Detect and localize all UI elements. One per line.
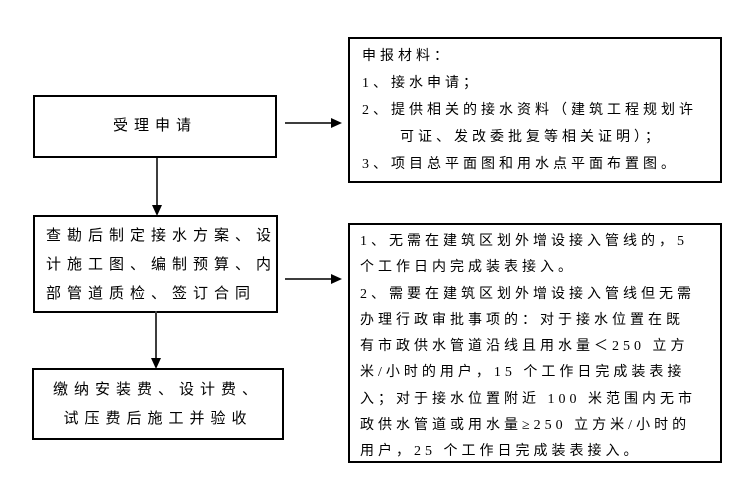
arrow-head bbox=[331, 118, 342, 128]
text-line: 个工作日内完成装表接入。 bbox=[360, 260, 576, 276]
arrow-right-icon-step2-to-note2 bbox=[285, 274, 342, 284]
step-text-lines: 缴纳安装费、设计费、试压费后施工并验收 bbox=[34, 376, 282, 434]
text-line: 缴纳安装费、设计费、 bbox=[52, 382, 263, 398]
text-line: 部管道质检、签订合同 bbox=[46, 286, 257, 302]
text-line: 用户，25 个工作日完成装表接入。 bbox=[360, 444, 642, 460]
arrow-shaft bbox=[155, 311, 157, 359]
arrow-head bbox=[151, 358, 161, 369]
step-text-lines: 查勘后制定接水方案、设计施工图、编制预算、内部管道质检、签订合同 bbox=[46, 222, 276, 309]
arrow-head bbox=[152, 205, 162, 216]
flow-step-accept-application: 受理申请 bbox=[33, 95, 277, 158]
text-line: 可证、发改委批复等相关证明）； bbox=[400, 130, 663, 145]
note-installation-timelines: 1、无需在建筑区划外增设接入管线的，5 个工作日内完成装表接入。 2、需要在建筑区划… bbox=[348, 223, 722, 463]
arrow-shaft bbox=[285, 122, 332, 124]
note-text-lines: 申报材料： 1、接水申请； 2、提供相关的接水资料（建筑工程规划许可证、发改委批复等… bbox=[362, 43, 720, 178]
text-line: 政供水管道或用水量≥250 立方米/小时的 bbox=[360, 418, 691, 434]
text-line: 2、提供相关的接水资料（建筑工程规划许 bbox=[362, 103, 697, 118]
flow-step-pay-fees-construct-accept: 缴纳安装费、设计费、试压费后施工并验收 bbox=[32, 368, 284, 440]
text-line: 米/小时的用户，15 个工作日完成装表接 bbox=[360, 365, 686, 381]
flow-step-survey-plan-contract: 查勘后制定接水方案、设计施工图、编制预算、内部管道质检、签订合同 bbox=[33, 215, 278, 313]
text-line: 1、接水申请； bbox=[362, 76, 481, 91]
note-application-materials: 申报材料： 1、接水申请； 2、提供相关的接水资料（建筑工程规划许可证、发改委批复等… bbox=[348, 37, 722, 183]
text-line: 计施工图、编制预算、内 bbox=[46, 257, 278, 273]
text-line: 试压费后施工并验收 bbox=[63, 411, 253, 427]
arrow-head bbox=[331, 274, 342, 284]
arrow-down-icon-step1-to-step2 bbox=[152, 158, 162, 216]
arrow-shaft bbox=[156, 158, 158, 206]
text-line: 2、需要在建筑区划外增设接入管线但无需 bbox=[360, 286, 695, 302]
text-line: 入；对于接水位置附近 100 米范围内无市 bbox=[360, 391, 696, 407]
text-line: 3、项目总平面图和用水点平面布置图。 bbox=[362, 157, 679, 172]
arrow-right-icon-step1-to-note1 bbox=[285, 118, 342, 128]
text-line: 申报材料： bbox=[362, 49, 452, 64]
text-line: 查勘后制定接水方案、设 bbox=[46, 228, 278, 244]
arrow-shaft bbox=[285, 278, 332, 280]
text-line: 有市政供水管道沿线且用水量＜250 立方 bbox=[360, 339, 689, 355]
arrow-down-icon-step2-to-step3 bbox=[151, 311, 161, 369]
text-line: 办理行政审批事项的：对于接水位置在既 bbox=[360, 312, 684, 328]
note-text-lines: 1、无需在建筑区划外增设接入管线的，5 个工作日内完成装表接入。 2、需要在建筑区划… bbox=[360, 229, 720, 466]
text-line: 1、无需在建筑区划外增设接入管线的，5 bbox=[360, 234, 688, 249]
step-label: 受理申请 bbox=[112, 118, 197, 134]
